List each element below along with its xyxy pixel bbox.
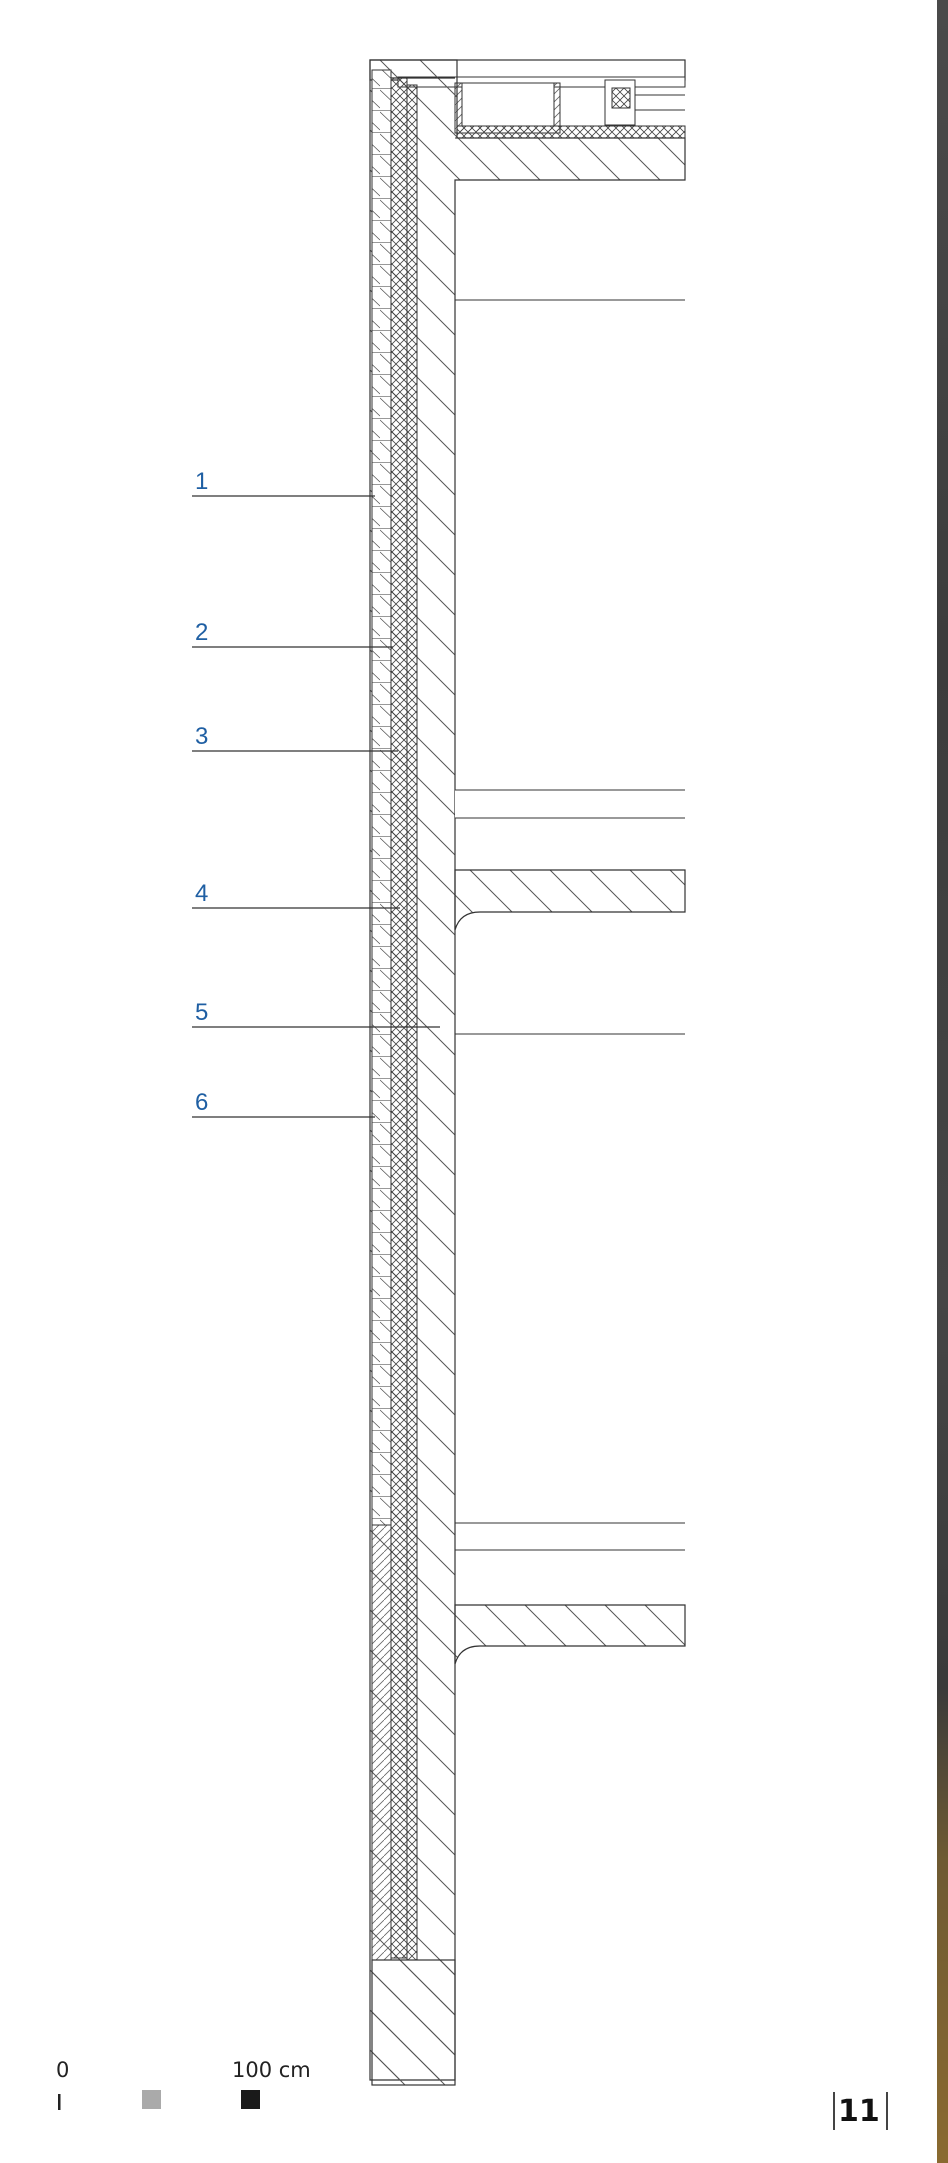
- callout-3: 3: [195, 723, 209, 750]
- page-edge-strip: [937, 0, 948, 2163]
- page-number: 11: [838, 2094, 880, 2129]
- scale-grey-swatch: [142, 2090, 161, 2109]
- callout-1: 1: [195, 468, 209, 495]
- scale-tick: [58, 2094, 61, 2110]
- callout-4: 4: [195, 880, 209, 907]
- callout-5: 5: [195, 999, 209, 1026]
- floor-slab-upper: [454, 789, 686, 1035]
- scale-black-swatch: [241, 2090, 260, 2109]
- scale-start-label: 0: [56, 2058, 70, 2082]
- foundation-wall: [371, 1959, 456, 2086]
- insulation-layer: [390, 77, 455, 1961]
- floor-slab-lower: [454, 1522, 686, 1665]
- roof-structure: [369, 59, 686, 139]
- callout-6: 6: [195, 1089, 209, 1116]
- callout-leaders: [192, 495, 440, 1118]
- brick-cladding: [371, 69, 392, 1961]
- callout-2: 2: [195, 619, 209, 646]
- scale-bar: [58, 2090, 260, 2110]
- page-number-left-bar: [833, 2092, 835, 2130]
- scale-end-label: 100 cm: [232, 2058, 311, 2082]
- page-number-right-bar: [886, 2092, 888, 2130]
